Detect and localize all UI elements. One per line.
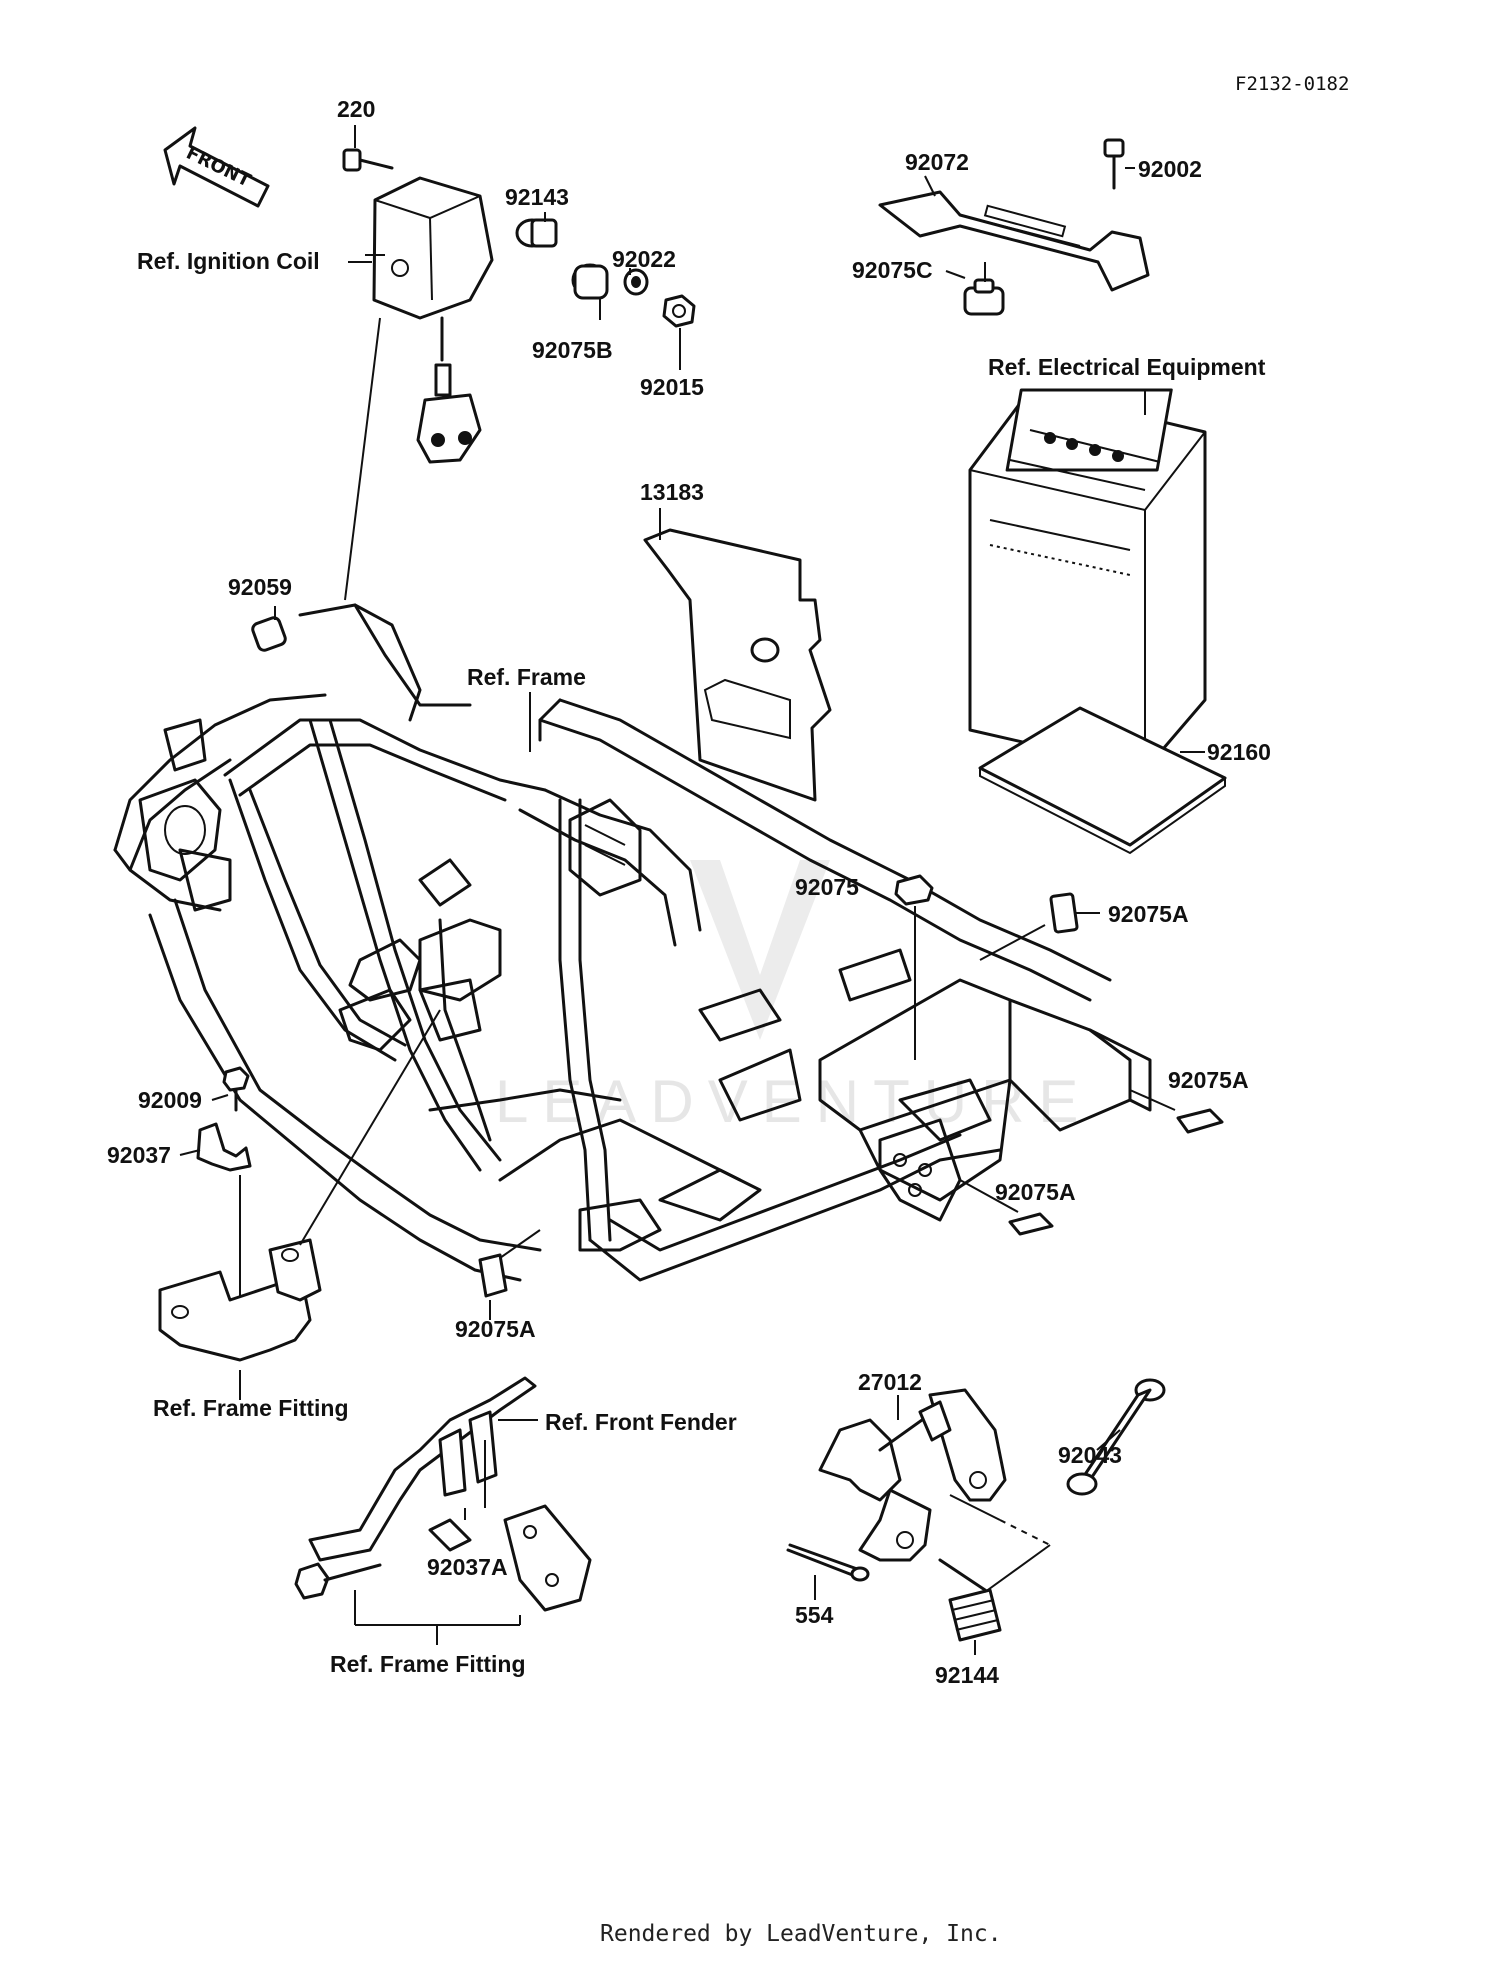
- label-92075a-2: 92075A: [1168, 1067, 1249, 1093]
- brake-pedal-group: [786, 1378, 1166, 1642]
- label-92160: 92160: [1207, 739, 1271, 765]
- bolt-92009: [222, 1066, 250, 1112]
- nut-92015: [662, 294, 696, 328]
- label-220: 220: [337, 96, 375, 122]
- label-ref-front-fender: Ref. Front Fender: [545, 1409, 737, 1435]
- label-ref-frame: Ref. Frame: [467, 664, 586, 690]
- ignition-coil-group: [342, 148, 696, 601]
- washer-92022: [623, 268, 649, 296]
- battery: [968, 388, 1207, 772]
- front-fender-bracket: [294, 1376, 592, 1645]
- shaft-92043: [1066, 1378, 1166, 1496]
- front-arrow-icon: FRONT: [163, 126, 270, 208]
- spring-92144: [938, 1558, 1002, 1642]
- bolt-220: [342, 148, 394, 172]
- label-92059: 92059: [228, 574, 292, 600]
- label-92075a-4: 92075A: [455, 1316, 536, 1342]
- label-554: 554: [795, 1602, 834, 1628]
- bolt-92002: [1103, 138, 1125, 190]
- label-92075c: 92075C: [852, 257, 933, 283]
- labels: 220 92143 92022 92075B 92015 Ref. Igniti…: [107, 96, 1271, 1688]
- label-92022: 92022: [612, 246, 676, 272]
- damper-92075a-4: [478, 1253, 508, 1298]
- damper-92075a-2: [1176, 1108, 1224, 1134]
- label-92075a-1: 92075A: [1108, 901, 1189, 927]
- cotter-pin-554: [786, 1543, 870, 1582]
- label-92037a: 92037A: [427, 1554, 508, 1580]
- label-ref-ignition-coil: Ref. Ignition Coil: [137, 248, 320, 274]
- label-92009: 92009: [138, 1087, 202, 1113]
- frame: [113, 603, 1152, 1282]
- label-92002: 92002: [1138, 156, 1202, 182]
- leaders: [274, 125, 1205, 1655]
- label-92075b: 92075B: [532, 337, 613, 363]
- label-92043: 92043: [1058, 1442, 1122, 1468]
- label-92144: 92144: [935, 1662, 999, 1688]
- label-ref-electrical-equipment: Ref. Electrical Equipment: [988, 354, 1266, 380]
- footer-credit: Rendered by LeadVenture, Inc.: [600, 1921, 1002, 1947]
- label-92075a-3: 92075A: [995, 1179, 1076, 1205]
- label-92072: 92072: [905, 149, 969, 175]
- battery-holder-group: [878, 138, 1150, 316]
- damper-92075c: [963, 278, 1005, 316]
- damper-92075: [894, 874, 934, 906]
- damper-92075a-3: [1008, 1212, 1054, 1236]
- label-27012: 27012: [858, 1369, 922, 1395]
- label-ref-frame-fitting-1: Ref. Frame Fitting: [153, 1395, 349, 1421]
- damper-92075a-1: [1049, 892, 1079, 934]
- collar-92143: [515, 218, 558, 248]
- label-13183: 13183: [640, 479, 704, 505]
- label-92075: 92075: [795, 874, 859, 900]
- damper-92059: [251, 616, 287, 652]
- battery-pad-92160: [978, 706, 1227, 855]
- clamp-92037: [196, 1122, 252, 1172]
- label-92015: 92015: [640, 374, 704, 400]
- left-bracket-group: [158, 1009, 441, 1400]
- label-92037: 92037: [107, 1142, 171, 1168]
- cover-13183: [643, 528, 832, 802]
- label-92143: 92143: [505, 184, 569, 210]
- label-ref-frame-fitting-2: Ref. Frame Fitting: [330, 1651, 526, 1677]
- diagram-code: F2132-0182: [1235, 73, 1349, 95]
- damper-92075b: [571, 263, 609, 300]
